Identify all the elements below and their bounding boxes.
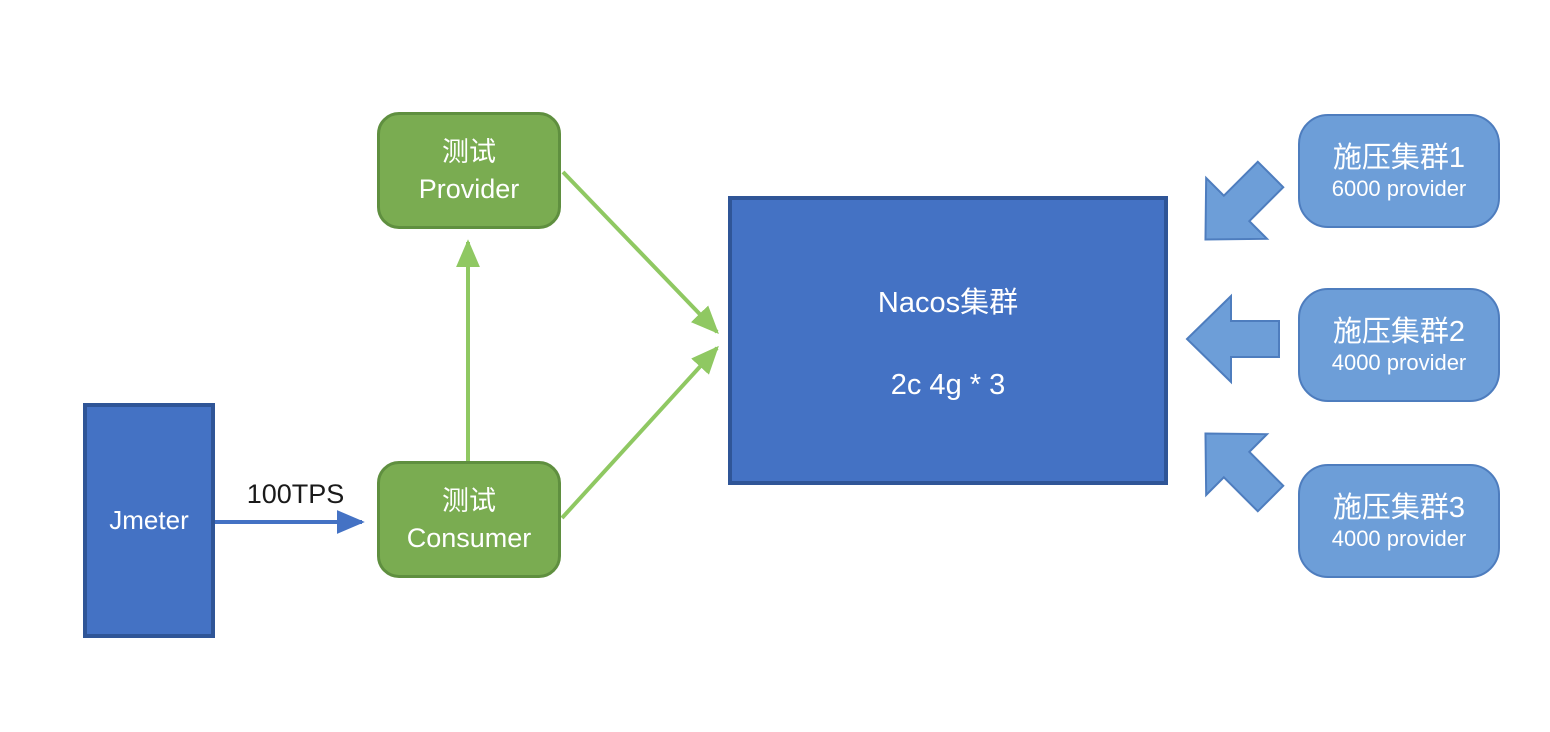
cluster-2-title: 施压集群2 [1332, 315, 1466, 348]
cluster-3-subtitle: 4000 provider [1331, 525, 1467, 551]
arrow-provider-to-nacos [561, 170, 719, 335]
cluster-2-subtitle: 4000 provider [1331, 349, 1467, 375]
cluster-3-title: 施压集群3 [1332, 491, 1466, 524]
nacos-cluster-node: Nacos集群 2c 4g * 3 [728, 196, 1168, 485]
arrow-consumer-to-nacos [560, 345, 719, 520]
provider-label-en: Provider [418, 173, 520, 204]
cluster-1-subtitle: 6000 provider [1331, 175, 1467, 201]
test-provider-node: 测试 Provider [377, 112, 561, 229]
nacos-title: Nacos集群 [877, 287, 1019, 319]
block-arrow-cluster2-to-nacos [1185, 293, 1280, 385]
provider-label-cn: 测试 [442, 136, 496, 167]
pressure-cluster-2-node: 施压集群2 4000 provider [1298, 288, 1500, 402]
jmeter-node: Jmeter [83, 403, 215, 638]
pressure-cluster-3-node: 施压集群3 4000 provider [1298, 464, 1500, 578]
block-arrow-cluster1-to-nacos [1204, 160, 1285, 241]
jmeter-label: Jmeter [109, 505, 189, 535]
consumer-label-en: Consumer [406, 522, 532, 553]
cluster-1-title: 施压集群1 [1332, 141, 1466, 174]
tps-rate-label: 100TPS [246, 479, 345, 509]
test-consumer-node: 测试 Consumer [377, 461, 561, 578]
consumer-label-cn: 测试 [442, 485, 496, 516]
pressure-cluster-1-node: 施压集群1 6000 provider [1298, 114, 1500, 228]
nacos-spec: 2c 4g * 3 [890, 369, 1006, 401]
block-arrow-cluster3-to-nacos [1204, 432, 1285, 513]
